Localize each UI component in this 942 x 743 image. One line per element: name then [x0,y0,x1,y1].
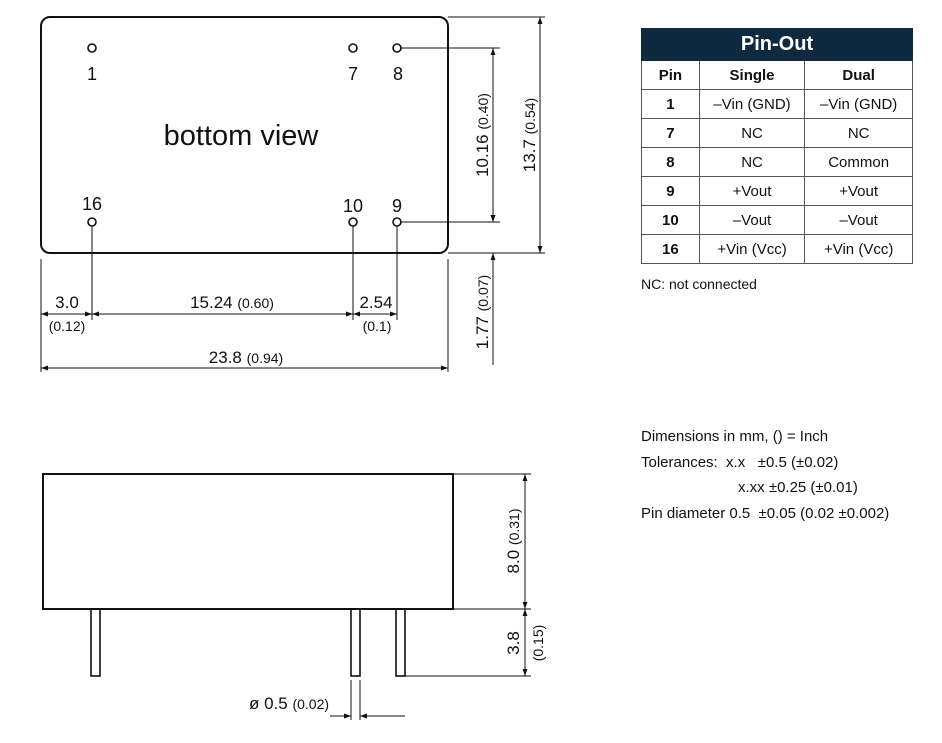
dim-height-total-label: 13.7 (0.54) [520,98,539,172]
dim-pin-offset-label: 1.77 (0.07) [473,275,492,349]
bottom-view: bottom view 1 7 8 16 10 9 [40,16,449,254]
dim-height-total-inch: (0.54) [522,98,538,135]
pin-16-number: 16 [82,194,102,214]
dim-height-body-value: 10.16 [473,134,492,177]
single-cell: NC [698,147,806,177]
table-row: 7 NC NC [641,118,913,148]
pinout-table: Pin-Out Pin Single Dual 1 –Vin (GND) –Vi… [641,28,913,264]
single-cell: +Vout [698,176,806,206]
dim-pin-diameter-label: ø 0.5 (0.02) [249,694,329,713]
dim-pin-pitch-value: 2.54 [359,293,392,312]
pin-8-hole [392,43,402,53]
table-row: 9 +Vout +Vout [641,176,913,206]
dim-pin-span-label: 15.24 (0.60) [190,293,274,312]
pin-number-cell: 8 [641,147,700,177]
single-cell: –Vout [698,205,806,235]
pin-diameter-note: Pin diameter 0.5 ±0.05 (0.02 ±0.002) [641,504,890,522]
pinout-col-pin: Pin [641,60,700,90]
dim-height-body-label: 10.16 (0.40) [473,93,492,177]
pinout-col-dual: Dual [804,60,913,90]
pin-9-hole [392,217,402,227]
dual-cell: –Vin (GND) [804,89,913,119]
dim-width-value: 23.8 [209,348,242,367]
pin-1-number: 1 [87,64,97,84]
pin-7-hole [348,43,358,53]
tolerance-note-2: x.xx ±0.25 (±0.01) [738,479,858,496]
dim-left-margin-value: 3.0 [55,293,79,312]
extension-lines [40,16,545,372]
side-view-pin-right [395,608,406,677]
dim-pin-offset-inch: (0.07) [475,275,491,312]
dim-width-inch: (0.94) [247,350,284,366]
units-note: Dimensions in mm, () = Inch [641,428,829,445]
dim-height-total-value: 13.7 [520,139,539,172]
single-cell: +Vin (Vcc) [698,234,806,264]
dim-pin-diameter-inch: (0.02) [292,696,329,712]
side-view [42,473,454,677]
bottom-view-label: bottom view [164,120,320,152]
dim-left-margin-inch: (0.12) [49,318,86,334]
nc-note: NC: not connected [641,276,757,292]
pin-16-hole [87,217,97,227]
side-view-body [42,473,454,610]
table-row: 8 NC Common [641,147,913,177]
dim-pin-offset-value: 1.77 [473,316,492,349]
table-row: 1 –Vin (GND) –Vin (GND) [641,89,913,119]
pin-number-cell: 1 [641,89,700,119]
side-dimension-lines [330,474,528,719]
single-cell: NC [698,118,806,148]
pin-7-number: 7 [348,64,358,84]
dim-pin-pitch-inch: (0.1) [363,318,392,334]
dual-cell: NC [804,118,913,148]
pinout-col-single: Single [698,60,806,90]
pin-10-hole [348,217,358,227]
pin-8-number: 8 [393,64,403,84]
single-cell: –Vin (GND) [698,89,806,119]
tolerance-note-1: Tolerances: x.x ±0.5 (±0.02) [641,453,839,471]
table-row: 10 –Vout –Vout [641,205,913,235]
dim-pin-length-inch: (0.15) [530,625,546,662]
pin-1-hole [87,43,97,53]
pin-10-number: 10 [343,196,363,216]
dim-body-height-inch: (0.31) [506,509,522,546]
pinout-title: Pin-Out [641,28,913,61]
bottom-view-outline [40,16,449,254]
dimension-lines [41,17,543,371]
dim-body-height-label: 8.0 (0.31) [504,509,523,574]
dim-pin-length-value: 3.8 [504,631,523,655]
dual-cell: +Vin (Vcc) [804,234,913,264]
dual-cell: Common [804,147,913,177]
pin-number-cell: 10 [641,205,700,235]
dim-body-height-value: 8.0 [504,550,523,574]
side-extension-lines [350,473,531,720]
drawing-notes: Dimensions in mm, () = Inch Tolerances: … [641,424,889,526]
dual-cell: +Vout [804,176,913,206]
side-view-pin-middle [350,608,361,677]
pin-number-cell: 9 [641,176,700,206]
pin-9-number: 9 [392,196,402,216]
side-view-pin-left [90,608,101,677]
dim-pin-span-value: 15.24 [190,293,233,312]
pin-number-cell: 16 [641,234,700,264]
pin-number-cell: 7 [641,118,700,148]
dim-pin-diameter-symbol: ø [249,694,259,713]
dim-width-label: 23.8 (0.94) [209,348,283,367]
dual-cell: –Vout [804,205,913,235]
dim-height-body-inch: (0.40) [475,93,491,130]
dim-pin-span-inch: (0.60) [237,295,274,311]
table-row: 16 +Vin (Vcc) +Vin (Vcc) [641,234,913,264]
dim-pin-diameter-value: 0.5 [264,694,288,713]
